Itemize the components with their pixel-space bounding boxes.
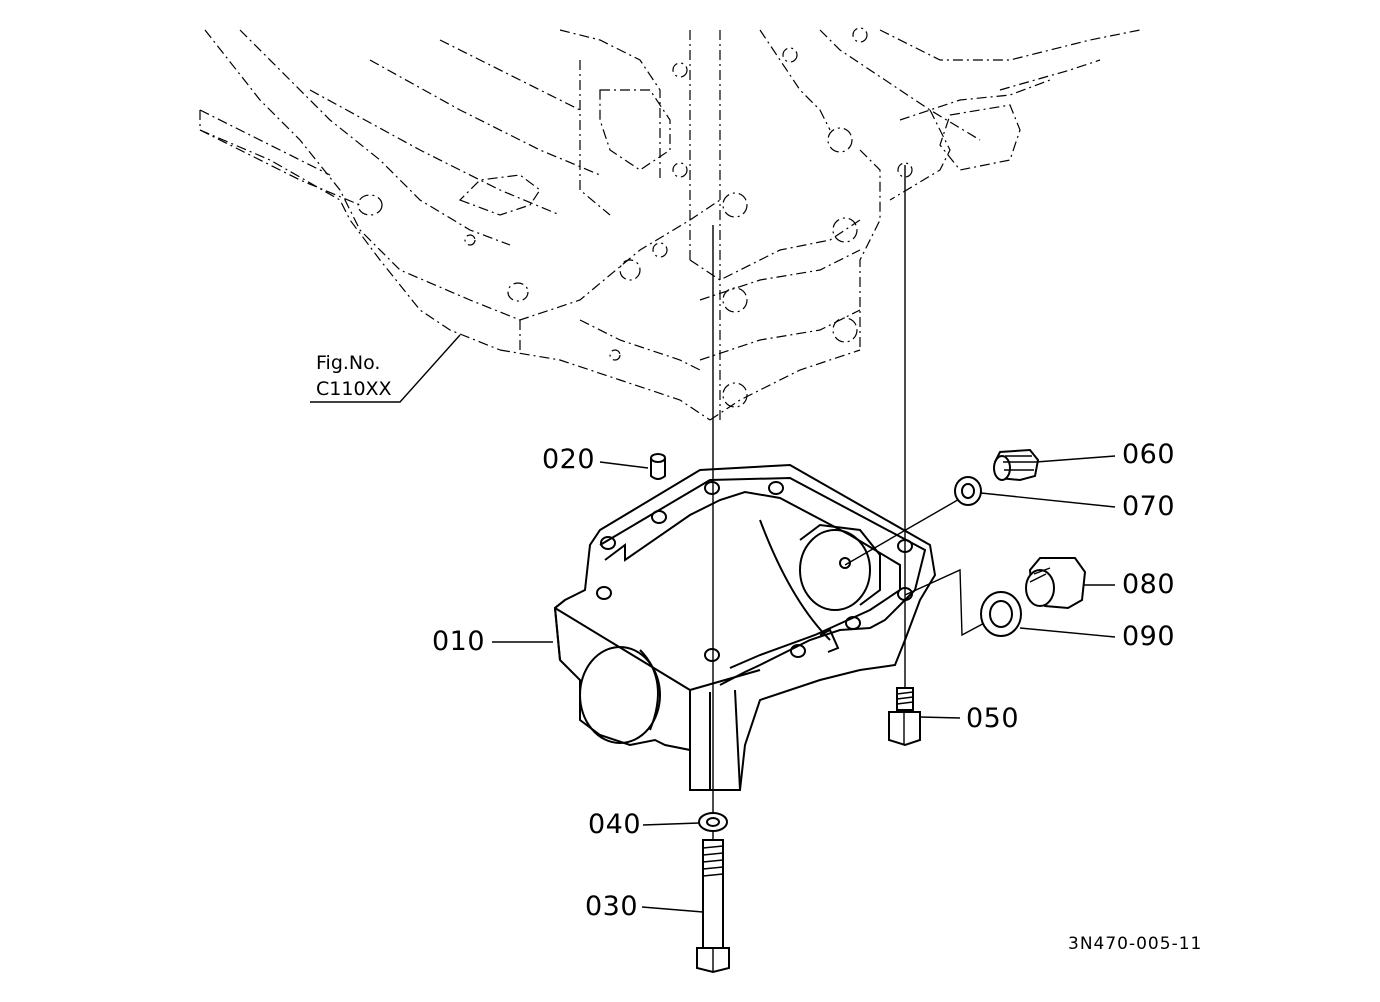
upper-transmission-case <box>199 27 1141 421</box>
washer-090 <box>980 591 1022 637</box>
figure-ref-line2: C110XX <box>316 378 392 400</box>
dowel-pin-020 <box>650 453 666 480</box>
drawing-code: 3N470-005-11 <box>1068 934 1203 954</box>
callout-070: 070 <box>1122 491 1176 522</box>
bolt-030 <box>696 839 730 974</box>
callout-050: 050 <box>966 703 1020 734</box>
callout-080: 080 <box>1122 569 1176 600</box>
plug-060 <box>993 448 1040 482</box>
callout-020: 020 <box>542 444 596 475</box>
figure-ref-line1: Fig.No. <box>316 352 381 374</box>
housing-010 <box>553 463 937 791</box>
bolt-050 <box>888 687 921 747</box>
callout-060: 060 <box>1122 439 1176 470</box>
callout-090: 090 <box>1122 621 1176 652</box>
washer-070 <box>954 476 982 506</box>
callout-030: 030 <box>585 891 639 922</box>
fig-ref-leader <box>310 334 461 403</box>
callout-040: 040 <box>588 809 642 840</box>
spring-washer-040 <box>698 812 728 832</box>
callout-010: 010 <box>432 626 486 657</box>
plug-080 <box>1025 557 1087 610</box>
